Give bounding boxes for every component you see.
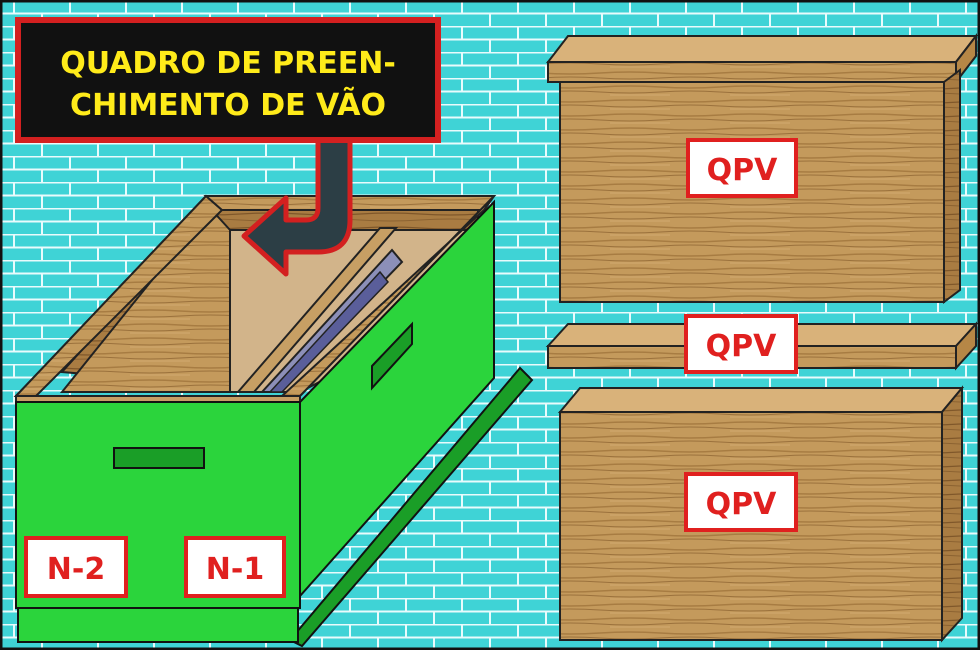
label-qpv-mid: QPV	[684, 314, 798, 374]
label-n1-text: N-1	[206, 552, 264, 587]
callout-line-2: CHIMENTO DE VÃO	[70, 86, 386, 123]
label-qpv-top-text: QPV	[707, 153, 778, 188]
callout-arrow	[241, 127, 353, 277]
hive-box	[13, 194, 534, 648]
side-handle-slot	[371, 321, 413, 391]
callout-box: QUADRO DE PREEN- CHIMENTO DE VÃO	[15, 17, 441, 143]
label-qpv-bottom: QPV	[684, 472, 798, 532]
hive-base-side	[288, 366, 534, 648]
hive-base-front	[17, 607, 299, 643]
front-handle-slot	[113, 447, 205, 469]
label-n2: N-2	[24, 536, 128, 598]
label-qpv-bottom-text: QPV	[706, 487, 777, 522]
label-qpv-top: QPV	[686, 138, 798, 198]
label-qpv-mid-text: QPV	[706, 329, 777, 364]
callout-line-1: QUADRO DE PREEN-	[60, 46, 396, 81]
label-n2-text: N-2	[47, 552, 105, 587]
label-n1: N-1	[184, 536, 286, 598]
